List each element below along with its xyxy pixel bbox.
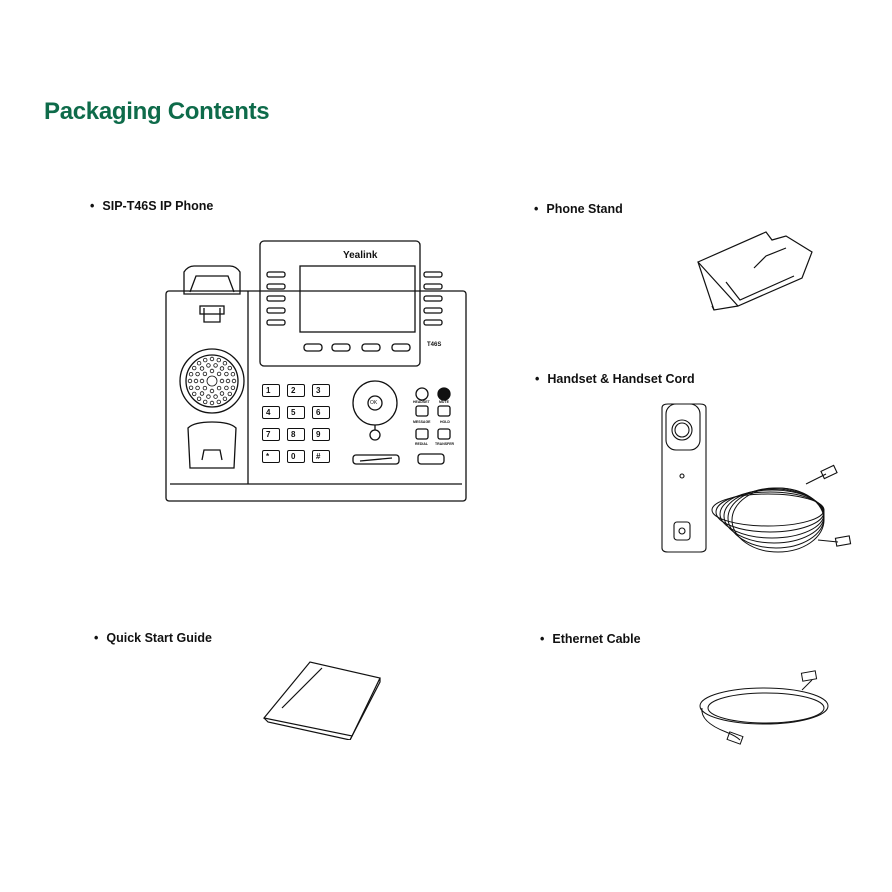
speaker-hole — [187, 378, 193, 384]
speaker-hole — [216, 371, 222, 377]
key-6: 6 — [312, 406, 330, 419]
label-message: MESSAGE — [413, 420, 431, 424]
key-5: 5 — [287, 406, 305, 419]
speaker-hole — [225, 378, 231, 384]
page-title: Packaging Contents — [44, 98, 270, 125]
speaker-hole — [202, 371, 208, 377]
key-1: 1 — [262, 384, 280, 397]
speaker-hole — [199, 366, 205, 371]
item-cable-label: • Ethernet Cable — [540, 632, 641, 646]
speaker-hole — [203, 399, 208, 405]
speaker-hole — [196, 396, 202, 401]
label-mute: MUTE — [439, 400, 449, 404]
speaker-hole — [206, 394, 211, 399]
speaker-hole — [213, 363, 218, 368]
key-hash: # — [312, 450, 330, 463]
speaker-hole — [209, 356, 215, 362]
key-star: * — [262, 450, 280, 463]
handset-illustration — [658, 402, 858, 558]
speaker-hole — [209, 400, 215, 406]
speaker-hole — [230, 385, 236, 390]
speaker-hole — [195, 385, 200, 391]
keypad: 1 2 3 4 5 6 7 8 9 * 0 # — [262, 384, 330, 463]
key-0: 0 — [287, 450, 305, 463]
speaker-hole — [203, 357, 208, 363]
item-stand-label: • Phone Stand — [534, 202, 623, 216]
speaker-hole — [230, 372, 236, 377]
speaker-hole — [227, 365, 232, 371]
speaker-hole — [213, 394, 218, 399]
speaker-hole — [193, 378, 199, 384]
label-redial: REDIAL — [415, 442, 429, 446]
speaker-hole — [206, 363, 211, 368]
key-8: 8 — [287, 428, 305, 441]
speaker-hole — [216, 399, 221, 405]
item-label: Handset & Handset Cord — [547, 372, 695, 386]
speaker-hole — [231, 378, 237, 384]
bullet: • — [535, 372, 540, 386]
speaker-hole — [219, 366, 225, 371]
label-transfer: TRANSFER — [435, 442, 455, 446]
speaker-hole — [188, 372, 194, 377]
ethernet-cable-illustration — [696, 666, 832, 750]
speaker-hole — [209, 388, 215, 394]
speaker-hole — [224, 371, 229, 377]
quick-start-guide-illustration — [262, 660, 386, 740]
speaker-hole — [195, 371, 200, 377]
label-hold: HOLD — [440, 420, 450, 424]
speaker-hole — [219, 391, 225, 396]
item-handset-label: • Handset & Handset Cord — [535, 372, 695, 386]
speaker-hole — [222, 361, 228, 366]
bullet: • — [94, 631, 99, 645]
coiled-cord — [711, 487, 825, 553]
speaker-hole — [219, 378, 225, 384]
ip-phone-illustration: Yealink T46S OK 1 2 3 4 5 6 7 8 9 * 0 # … — [160, 238, 470, 504]
speaker-hole — [199, 378, 205, 384]
phone-model: T46S — [427, 342, 442, 348]
speaker-hole — [202, 385, 208, 391]
item-label: Quick Start Guide — [106, 631, 212, 645]
line-keys-left — [266, 271, 286, 326]
speaker-hole — [199, 391, 205, 396]
item-guide-label: • Quick Start Guide — [94, 631, 212, 645]
key-3: 3 — [312, 384, 330, 397]
speaker-hole — [222, 396, 228, 401]
line-keys-right — [423, 271, 443, 326]
item-phone-label: • SIP-T46S IP Phone — [90, 199, 213, 213]
item-label: Phone Stand — [546, 202, 623, 216]
speaker-hole — [227, 391, 232, 397]
key-2: 2 — [287, 384, 305, 397]
speaker-hole — [196, 361, 202, 366]
item-label: Ethernet Cable — [552, 632, 641, 646]
phone-stand-illustration — [694, 226, 820, 316]
label-headset: HEADSET — [413, 400, 430, 404]
item-label: SIP-T46S IP Phone — [102, 199, 214, 213]
speaker-holes — [187, 356, 237, 406]
key-7: 7 — [262, 428, 280, 441]
bullet: • — [540, 632, 545, 646]
ok-label: OK — [370, 400, 378, 406]
bullet: • — [534, 202, 539, 216]
bullet: • — [90, 199, 95, 213]
key-9: 9 — [312, 428, 330, 441]
speaker-hole — [216, 357, 221, 363]
speaker-hole — [192, 391, 197, 397]
speaker-hole — [224, 385, 229, 391]
speaker-hole — [192, 365, 197, 371]
speaker-hole — [216, 385, 222, 391]
speaker-hole — [188, 385, 194, 390]
phone-brand: Yealink — [343, 250, 378, 261]
key-4: 4 — [262, 406, 280, 419]
speaker-hole — [209, 368, 215, 374]
